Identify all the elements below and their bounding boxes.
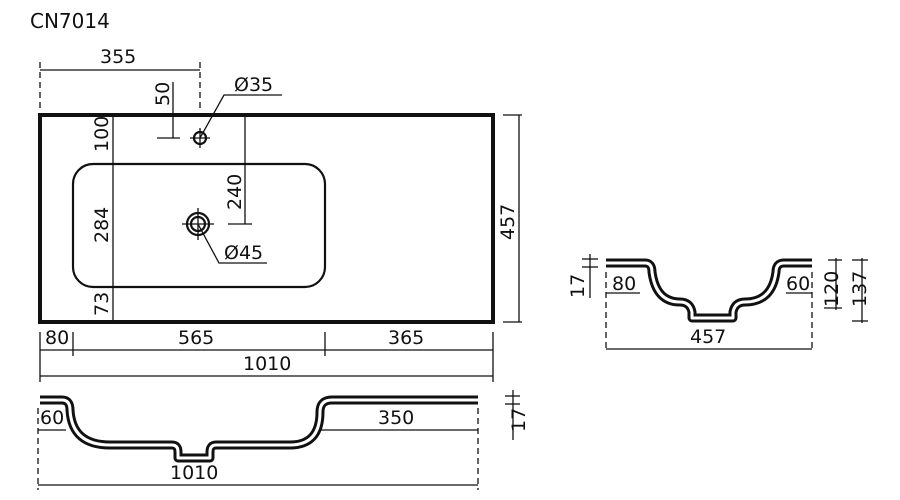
tap-hole-diameter: Ø35 (234, 74, 273, 96)
side-dim-front: 80 (612, 273, 636, 295)
front-dim-right-shelf: 350 (378, 407, 414, 429)
side-dim-total-height: 137 (849, 271, 871, 307)
dim-drain-from-edge: 240 (224, 174, 246, 210)
front-section: 60 350 1010 17 (37, 390, 530, 490)
dim-tap-offset: 355 (100, 46, 136, 68)
dim-bowl-width: 565 (178, 327, 214, 349)
dim-total-width: 1010 (243, 353, 291, 375)
dim-top-margin: 100 (91, 116, 113, 152)
model-title: CN7014 (30, 9, 110, 33)
top-view: 355 50 Ø35 Ø45 100 284 73 240 457 80 565… (38, 46, 522, 382)
side-dim-depth: 457 (690, 326, 726, 348)
dim-bowl-depth: 284 (91, 207, 113, 243)
front-dim-thickness: 17 (508, 408, 530, 432)
side-dim-thickness: 17 (567, 274, 589, 298)
front-dim-left: 60 (40, 407, 64, 429)
side-dim-back: 60 (786, 273, 810, 295)
bowl-outline (71, 162, 327, 289)
dim-left-margin: 80 (45, 327, 69, 349)
dim-depth: 457 (497, 204, 519, 240)
drain-diameter: Ø45 (224, 242, 263, 264)
dim-right-shelf: 365 (388, 327, 424, 349)
side-dim-bowl-height: 120 (821, 271, 843, 307)
dim-tap-from-edge: 50 (152, 82, 174, 106)
countertop-outline (38, 113, 495, 324)
side-section: 17 80 60 120 137 457 (567, 254, 871, 352)
front-dim-total-width: 1010 (170, 462, 218, 484)
dim-bottom-margin: 73 (91, 292, 113, 316)
